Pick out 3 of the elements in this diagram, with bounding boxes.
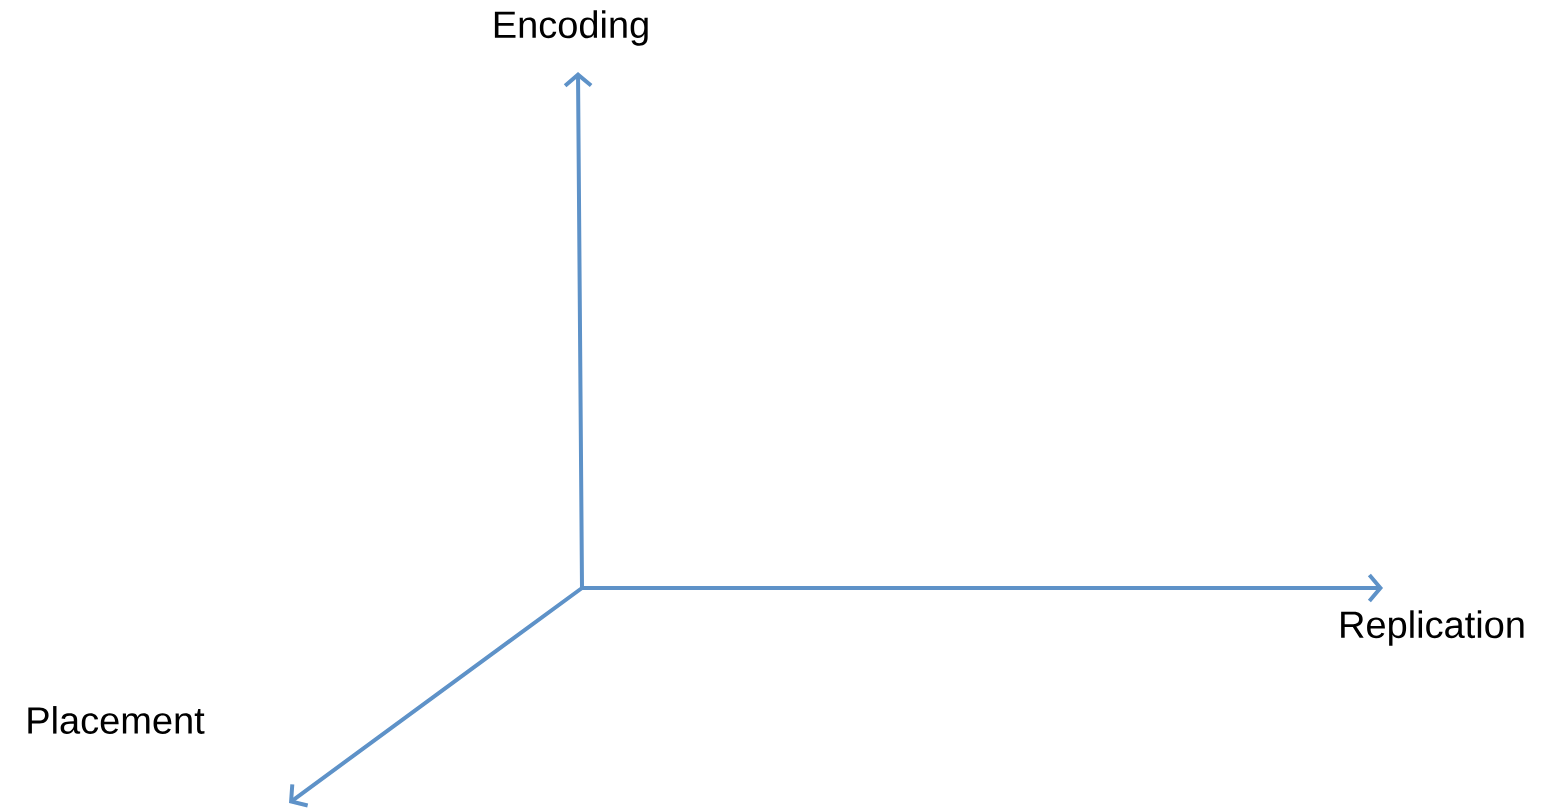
axis-label: Replication <box>1341 610 1524 646</box>
axis-label: Encoding <box>494 10 648 46</box>
axis-label: Placement <box>28 706 205 734</box>
